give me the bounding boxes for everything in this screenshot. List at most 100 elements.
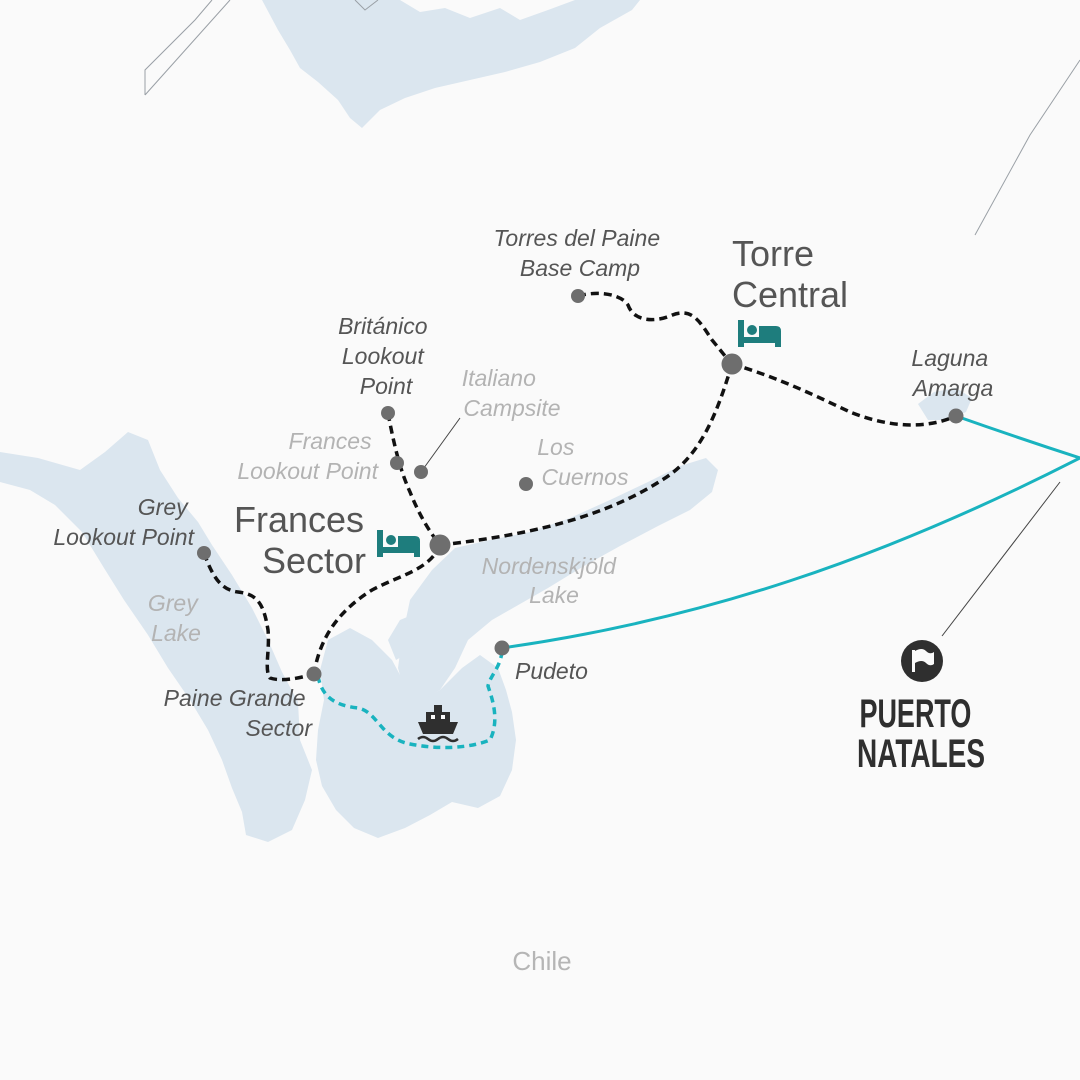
britanico-line-3: Point <box>360 373 414 399</box>
paine-grande-line-1: Paine Grande <box>164 685 306 711</box>
nordenskjold-lake-line-1: Nordenskjöld <box>482 553 617 579</box>
trail-laguna-amarga <box>731 362 957 427</box>
pudeto-label: Pudeto <box>515 658 588 684</box>
marker-britanico[interactable] <box>381 406 395 420</box>
grey-lookout-line-1: Grey <box>138 494 189 520</box>
bed-icon-leg <box>414 547 420 557</box>
bed-icon-base <box>738 337 781 343</box>
leader-puerto-natales <box>941 481 1061 637</box>
torre-central-label: Torre Central <box>732 233 848 315</box>
marker-paine-grande[interactable] <box>306 666 322 682</box>
markers <box>197 289 964 682</box>
marker-laguna-amarga[interactable] <box>948 408 964 424</box>
italiano-line-2: Campsite <box>463 395 560 421</box>
boat-icon-window <box>441 715 445 719</box>
northern-lake <box>262 0 640 128</box>
grey-lake-line-2: Lake <box>151 620 201 646</box>
base-camp-label: Torres del Paine Base Camp <box>493 225 666 281</box>
marker-frances-sector[interactable] <box>429 534 451 556</box>
bed-icon-pillow <box>386 535 396 545</box>
boat-icon-hull <box>418 722 458 734</box>
bed-icon-mattress <box>398 536 420 547</box>
trail-base-camp <box>577 291 734 366</box>
bed-icon <box>738 320 781 347</box>
grey-lake-label: Grey Lake <box>148 590 204 646</box>
flag-icon-cloth <box>915 649 934 666</box>
puerto-natales-line-2: NATALES <box>857 732 985 776</box>
britanico-line-1: Británico <box>338 313 428 339</box>
frances-sector-label: Frances Sector <box>234 499 374 581</box>
border-line <box>144 0 231 96</box>
border-line <box>144 0 213 95</box>
bed-icon-leg <box>775 337 781 347</box>
marker-grey-lookout[interactable] <box>197 546 211 560</box>
marker-pudeto[interactable] <box>494 640 510 656</box>
leader-italiano <box>420 417 461 473</box>
boat-icon <box>417 705 459 743</box>
pehoe-lake <box>316 628 516 838</box>
laguna-amarga-label: Laguna Amarga <box>911 345 995 401</box>
grey-lookout-label: Grey Lookout Point <box>53 494 195 550</box>
trail-frances-paine <box>312 544 442 675</box>
ferry-route <box>316 651 504 750</box>
transfer-route-pudeto <box>501 456 1080 650</box>
los-cuernos-label: Los Cuernos <box>537 434 629 490</box>
flag-icon[interactable] <box>901 640 943 682</box>
country-label: Chile <box>512 946 571 976</box>
torre-central-line-2: Central <box>732 274 848 315</box>
marker-frances-lookout[interactable] <box>390 456 404 470</box>
britanico-line-2: Lookout <box>342 343 425 369</box>
boat-icon-cabin <box>426 712 450 722</box>
border-lines <box>144 0 1080 236</box>
marker-base-camp[interactable] <box>571 289 585 303</box>
torre-central-line-1: Torre <box>732 233 814 274</box>
trail-grey <box>202 552 315 682</box>
marker-los-cuernos[interactable] <box>519 477 533 491</box>
frances-lookout-label: Frances Lookout Point <box>237 428 379 484</box>
frances-sector-line-2: Sector <box>262 540 366 581</box>
trek-trails <box>202 291 957 682</box>
boat-icon-funnel <box>434 705 442 712</box>
leader-lines <box>420 417 1061 637</box>
small-lake <box>388 615 418 660</box>
border-line <box>974 59 1080 236</box>
transport-routes <box>316 414 1080 750</box>
water-layer <box>0 0 972 842</box>
boat-icon-window <box>431 715 435 719</box>
britanico-label: Británico Lookout Point <box>338 313 434 399</box>
laguna-amarga-line-1: Laguna <box>911 345 988 371</box>
marker-italiano[interactable] <box>414 465 428 479</box>
italiano-line-1: Italiano <box>462 365 536 391</box>
bed-icon-mattress <box>759 326 781 337</box>
grey-lookout-line-2: Lookout Point <box>53 524 195 550</box>
marker-torre-central[interactable] <box>721 353 743 375</box>
flag-icon-pole <box>912 650 915 672</box>
trail-britanico <box>386 412 442 547</box>
bed-icon-base <box>377 547 420 553</box>
frances-lookout-line-1: Frances <box>289 428 373 454</box>
bed-icon <box>377 530 420 557</box>
frances-sector-line-1: Frances <box>234 499 364 540</box>
nordenskjold-lake <box>398 458 718 702</box>
italiano-label: Italiano Campsite <box>462 365 561 421</box>
grey-lake-line-1: Grey <box>148 590 199 616</box>
paine-grande-line-2: Sector <box>246 715 314 741</box>
transfer-route-laguna <box>955 414 1080 460</box>
nordenskjold-lake-line-2: Lake <box>529 582 579 608</box>
pudeto-line-1: Pudeto <box>515 658 588 684</box>
nordenskjold-lake-label: Nordenskjöld Lake <box>482 553 623 608</box>
boat-icon-wave <box>417 735 459 743</box>
trail-torre-frances <box>439 363 734 547</box>
los-cuernos-line-2: Cuernos <box>542 464 629 490</box>
puerto-natales-label[interactable]: PUERTO NATALES <box>857 692 985 776</box>
frances-lookout-line-2: Lookout Point <box>237 458 379 484</box>
bed-icon-frame <box>738 320 744 347</box>
paine-grande-label: Paine Grande Sector <box>164 685 314 741</box>
los-cuernos-line-1: Los <box>537 434 575 460</box>
laguna-amarga-line-2: Amarga <box>911 375 994 401</box>
border-line <box>354 0 379 11</box>
base-camp-line-1: Torres del Paine <box>493 225 660 251</box>
base-camp-line-2: Base Camp <box>520 255 640 281</box>
